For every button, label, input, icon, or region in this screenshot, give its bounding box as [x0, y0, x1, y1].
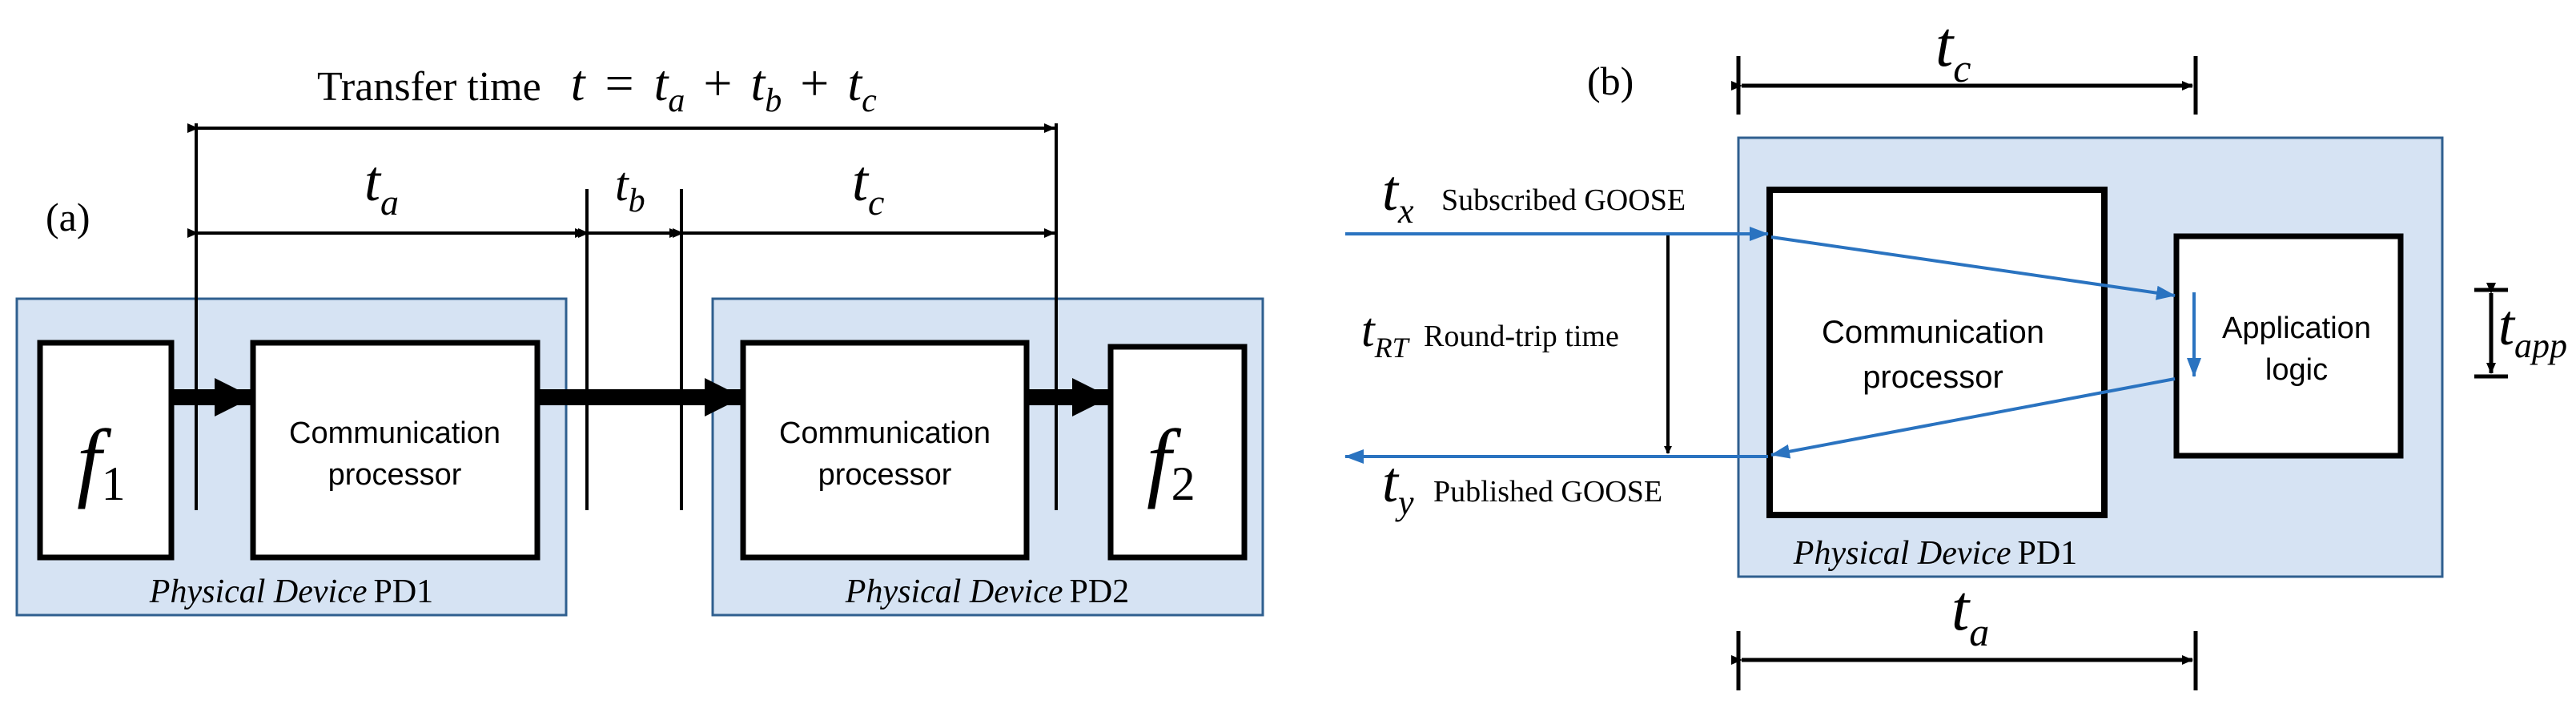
published-goose-text: Published GOOSE: [1433, 475, 1662, 509]
tapp-label: tapp: [2498, 293, 2567, 365]
trt-label: tRT: [1361, 304, 1411, 364]
tc-label-b: tc: [1935, 10, 1971, 91]
application-logic-box: [2173, 233, 2404, 459]
app-to-comm-arrow: [1770, 377, 2176, 459]
application-logic-line-2: logic: [2265, 353, 2328, 387]
panel-a-label: (a): [46, 195, 90, 239]
comm-processor-2-line-1: Communication: [779, 416, 991, 450]
tb-label: tb: [615, 158, 645, 219]
tc-label: tc: [852, 149, 884, 223]
f1-box: [37, 340, 175, 561]
panel-b: (b) tc ta tapp: [1344, 10, 2567, 690]
panel-a: (a) Transfer time t = ta + tb + tc ta tb…: [15, 54, 1264, 617]
comm-processor-b-line-2: processor: [1863, 360, 2003, 395]
comm-processor-b-line-1: Communication: [1822, 315, 2044, 350]
application-logic-line-1: Application: [2222, 312, 2371, 345]
comm-to-app-arrow: [1770, 235, 2176, 300]
comm-processor-2-line-2: processor: [818, 458, 952, 492]
ty-label: ty: [1382, 450, 1414, 522]
tx-label: tx: [1382, 159, 1414, 231]
round-trip-text: Round-trip time: [1424, 320, 1619, 353]
ta-label: ta: [364, 149, 399, 223]
f2-box: [1107, 344, 1248, 561]
transfer-time-equation: Transfer time t = ta + tb + tc: [317, 54, 877, 121]
comm-processor-1-line-2: processor: [328, 458, 462, 492]
f2-label: f2: [1147, 412, 1196, 510]
comm-processor-2-box: [740, 340, 1030, 561]
comm-processor-1-box: [250, 340, 541, 561]
panel-b-label: (b): [1587, 58, 1634, 103]
subscribed-goose-text: Subscribed GOOSE: [1441, 183, 1686, 217]
comm-processor-1-line-1: Communication: [289, 416, 500, 450]
comm-processor-box-b: [1766, 187, 2108, 518]
ta-label-b: ta: [1951, 573, 1989, 654]
